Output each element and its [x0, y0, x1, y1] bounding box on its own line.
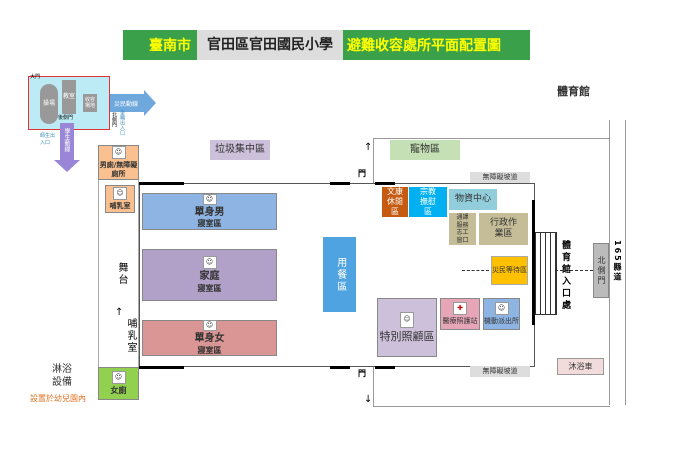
police-icon: ☺ — [494, 302, 509, 316]
nursing-label: 哺乳室 — [109, 202, 131, 211]
ramp-top[interactable]: 無障礙坡道 — [470, 172, 530, 183]
gym-entrance-label: 體育館入口處 — [560, 240, 570, 312]
nursing-direction: 哺乳室 — [125, 318, 136, 354]
minimap-back-gate: 後側門 — [58, 115, 74, 121]
minimap-shelter: 收容場地 — [83, 94, 97, 112]
recreation-label: 文康休閒區 — [387, 187, 403, 216]
mens-toilet: ☺男廁/無障礙廁所 — [98, 145, 139, 180]
family-sub: 寢室區 — [197, 283, 222, 293]
wall — [373, 367, 374, 407]
nursing-room: ☺哺乳室 — [105, 185, 135, 213]
medical-label: 醫療照護站 — [442, 317, 478, 326]
wall — [139, 366, 184, 369]
family-icon: ☺ — [202, 256, 217, 270]
minimap-classroom: 教室 — [62, 80, 76, 114]
single-women-sub: 寢室區 — [197, 345, 222, 355]
wall — [375, 366, 395, 369]
title-school: 官田區官田國民小學 — [197, 30, 343, 60]
single-men-area: ☺單身男寢室區 — [142, 193, 277, 230]
stage-label: 舞台 — [116, 262, 127, 286]
family-label: 家庭 — [199, 271, 220, 283]
special-care-area: ☺特別照顧區 — [377, 298, 437, 357]
interpreter-window: 通譯服務志工窗口 — [449, 213, 476, 245]
shower-note: 設置於幼兒園內 — [30, 394, 86, 403]
entrance-stairs — [535, 232, 557, 315]
man-icon: ☺ — [202, 193, 217, 205]
mother-icon: ☺ — [113, 187, 127, 201]
womens-toilet-label: 女廁 — [110, 386, 127, 395]
shower-label: 淋浴設備 — [52, 364, 72, 388]
title-bar: 臺南市 官田區官田國民小學 避難收容處所平面配置圖 — [123, 30, 530, 60]
religion-label: 宗教撫慰區 — [420, 187, 436, 216]
special-care-label: 特別照顧區 — [379, 329, 435, 343]
wall — [373, 406, 610, 407]
north-gate[interactable]: 北側門 — [593, 243, 609, 298]
garbage-area: 垃圾集中區 — [210, 140, 270, 160]
wall — [330, 182, 350, 185]
minimap-playground: 操場 — [40, 84, 58, 124]
pet-area: 寵物區 — [390, 140, 460, 160]
family-area: ☺家庭寢室區 — [142, 249, 277, 301]
single-men-sub: 寢室區 — [197, 219, 222, 229]
woman-icon: ☺ — [111, 371, 126, 384]
admin-label: 行政作業區 — [489, 217, 517, 239]
single-women-area: ☺單身女寢室區 — [142, 320, 277, 356]
road-label: 165縣道 — [613, 240, 622, 283]
recreation-area: 文康休閒區 — [382, 187, 408, 217]
wall — [373, 138, 610, 139]
waiting-area: 災民等待區 — [491, 256, 528, 285]
road-line — [609, 120, 610, 405]
man-icon: ☺ — [111, 146, 126, 160]
wall — [375, 182, 395, 185]
ramp-bottom[interactable]: 無障礙坡道 — [470, 366, 530, 377]
admin-area: 行政作業區 — [479, 213, 528, 245]
wall — [330, 366, 350, 369]
single-men-label: 單身男 — [194, 206, 225, 218]
student-route-arrow — [60, 123, 74, 160]
supplies-center: 物資中心 — [449, 189, 497, 210]
door-bottom-arrow: ↓ — [364, 394, 373, 405]
gym-label: 體育館 — [557, 85, 590, 98]
nursing-arrow: ↑ — [115, 307, 124, 318]
medical-icon: ✚ — [453, 302, 467, 316]
religion-area: 宗教撫慰區 — [409, 187, 447, 217]
single-women-label: 單身女 — [194, 333, 225, 345]
title-suffix: 避難收容處所平面配置圖 — [347, 38, 501, 54]
road-line — [625, 120, 626, 405]
minimap-north-gate: 北側門 — [111, 112, 117, 127]
dining-area: 用餐區 — [323, 237, 356, 312]
shower-truck: 沐浴車 — [557, 358, 604, 375]
dotted-arrow — [462, 270, 489, 271]
dotted-arrow — [535, 270, 593, 271]
title-city: 臺南市 — [149, 38, 191, 54]
medical-station: ✚醫療照護站 — [440, 298, 480, 330]
woman-icon: ☺ — [202, 320, 217, 332]
student-route-arrowhead — [54, 160, 80, 172]
minimap-student-route: 學生動線 — [63, 128, 70, 152]
victim-route-arrowhead — [144, 90, 156, 116]
minimap-victim-route: 災民動線 — [114, 101, 139, 108]
minimap-vehicle-entry: 車輛出入口 — [119, 110, 125, 135]
wall — [139, 182, 184, 185]
elder-icon: ☺ — [400, 311, 414, 328]
interpreter-label: 通譯服務志工窗口 — [456, 214, 469, 244]
police-station: ☺機動派出所 — [483, 298, 520, 330]
door-bottom[interactable]: 門 — [358, 369, 366, 378]
shower-facility: 淋浴設備 — [52, 363, 78, 389]
entrance-wall — [532, 200, 535, 325]
minimap-student-entry: 師生出入口 — [40, 133, 56, 146]
door-top-arrow: ↑ — [364, 142, 373, 153]
police-label: 機動派出所 — [484, 317, 519, 326]
minimap-gate: 大門 — [30, 74, 41, 80]
womens-toilet: ☺ 女廁 — [98, 367, 139, 400]
mens-toilet-label: 男廁/無障礙廁所 — [99, 161, 138, 178]
victim-route-arrow — [110, 94, 144, 112]
door-top[interactable]: 門 — [358, 169, 366, 178]
wall — [373, 138, 374, 183]
